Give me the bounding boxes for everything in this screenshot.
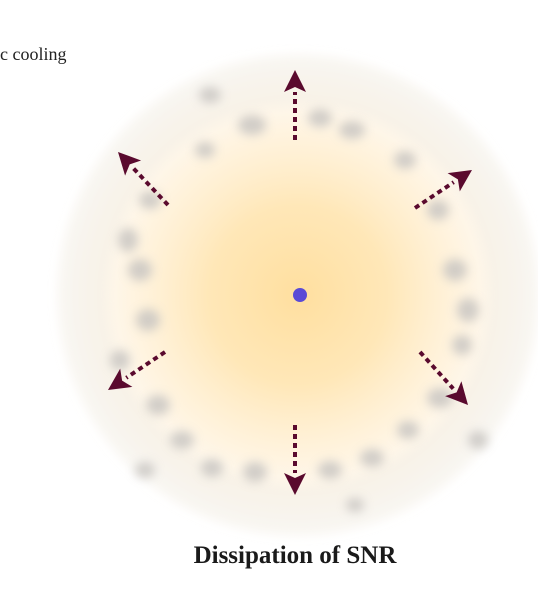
arrow-up-right-head <box>447 170 472 192</box>
arrow-up-left-head <box>118 152 142 176</box>
arrow-down-right-head <box>445 381 468 405</box>
diagram-caption: Dissipation of SNR <box>193 542 397 569</box>
arrow-up-right <box>413 170 472 210</box>
arrow-up-right-shaft <box>413 180 455 210</box>
debris-ring <box>110 87 488 512</box>
arrow-down-right <box>418 350 468 405</box>
arrow-down-left-shaft <box>125 350 167 380</box>
arrow-down-left-head <box>108 368 133 390</box>
arrow-up-head <box>284 70 306 92</box>
arrow-down <box>284 425 306 495</box>
arrow-up <box>284 70 306 140</box>
top-label: c cooling <box>0 44 67 64</box>
remnant-glow <box>43 40 538 550</box>
center-dot <box>293 288 307 302</box>
arrow-up-left <box>118 152 170 207</box>
arrow-down-head <box>284 473 306 495</box>
arrow-down-left <box>108 350 167 390</box>
arrow-group <box>108 70 472 495</box>
